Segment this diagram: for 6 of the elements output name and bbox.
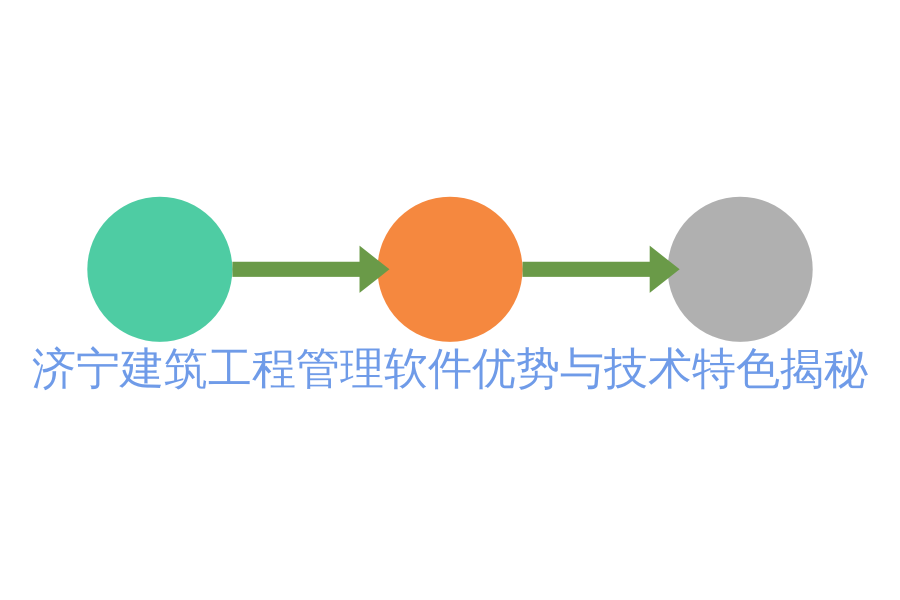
arrow <box>522 245 680 292</box>
node-circle <box>668 196 813 342</box>
node-circle <box>377 196 523 342</box>
node-circle <box>87 196 232 342</box>
diagram-title: 济宁建筑工程管理软件优势与技术特色揭秘 <box>32 343 868 394</box>
arrow <box>232 245 390 292</box>
